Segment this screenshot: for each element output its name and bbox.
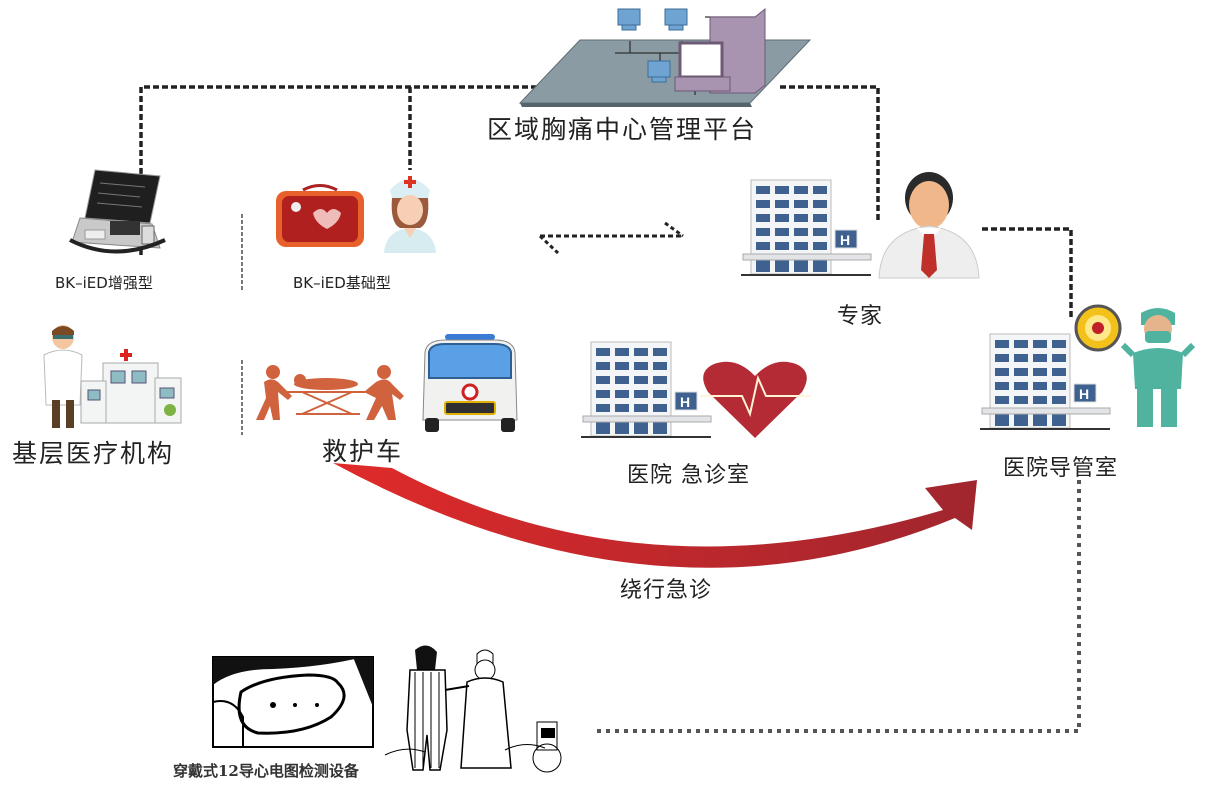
nurse-icon bbox=[384, 176, 436, 253]
cath-lab-label: 医院导管室 bbox=[1003, 456, 1119, 481]
basic-device-label: BK–iED基础型 bbox=[293, 274, 391, 292]
svg-text:H: H bbox=[680, 394, 690, 410]
cathlab-hospital-building-icon: H bbox=[980, 333, 1111, 430]
doctor-patient-illustration-icon bbox=[384, 645, 562, 773]
primary-care-label: 基层医疗机构 bbox=[12, 439, 175, 468]
expert-label: 专家 bbox=[837, 304, 884, 329]
platform-label: 区域胸痛中心管理平台 bbox=[487, 115, 758, 144]
wearable-label: 穿戴式12导心电图检测设备 bbox=[173, 762, 359, 780]
network-platform-icon bbox=[518, 7, 812, 107]
primary-clinic-icon bbox=[80, 349, 182, 424]
emergency-room-label: 医院 急诊室 bbox=[627, 463, 750, 488]
expert-doctor-icon bbox=[878, 172, 980, 279]
bidirectional-arrow-icon bbox=[538, 221, 684, 255]
hospital-building-icon: H bbox=[741, 179, 872, 276]
ambulance-label: 救护车 bbox=[322, 437, 404, 466]
svg-text:H: H bbox=[840, 232, 850, 248]
primary-doctor-icon bbox=[43, 325, 83, 428]
ambulance-icon bbox=[422, 334, 518, 432]
bypass-label: 绕行急诊 bbox=[620, 578, 713, 603]
connector-platform-right bbox=[780, 85, 880, 222]
heart-ecg-icon bbox=[700, 361, 810, 438]
svg-text:H: H bbox=[1079, 386, 1089, 402]
er-hospital-building-icon: H bbox=[581, 341, 712, 438]
stretcher-bearers-icon bbox=[256, 365, 404, 420]
first-aid-bag-icon bbox=[276, 184, 364, 247]
surgical-lamp-icon bbox=[1074, 304, 1122, 352]
connector-expert-cathlab bbox=[982, 227, 1073, 320]
enhanced-device-icon bbox=[69, 169, 166, 254]
bypass-arrow-shape bbox=[333, 463, 977, 568]
enhanced-device-label: BK–iED增强型 bbox=[55, 274, 153, 292]
wearable-ecg-device-icon bbox=[212, 656, 374, 748]
surgeon-icon bbox=[1120, 308, 1196, 427]
connector-wearable-cathlab bbox=[597, 480, 1081, 733]
